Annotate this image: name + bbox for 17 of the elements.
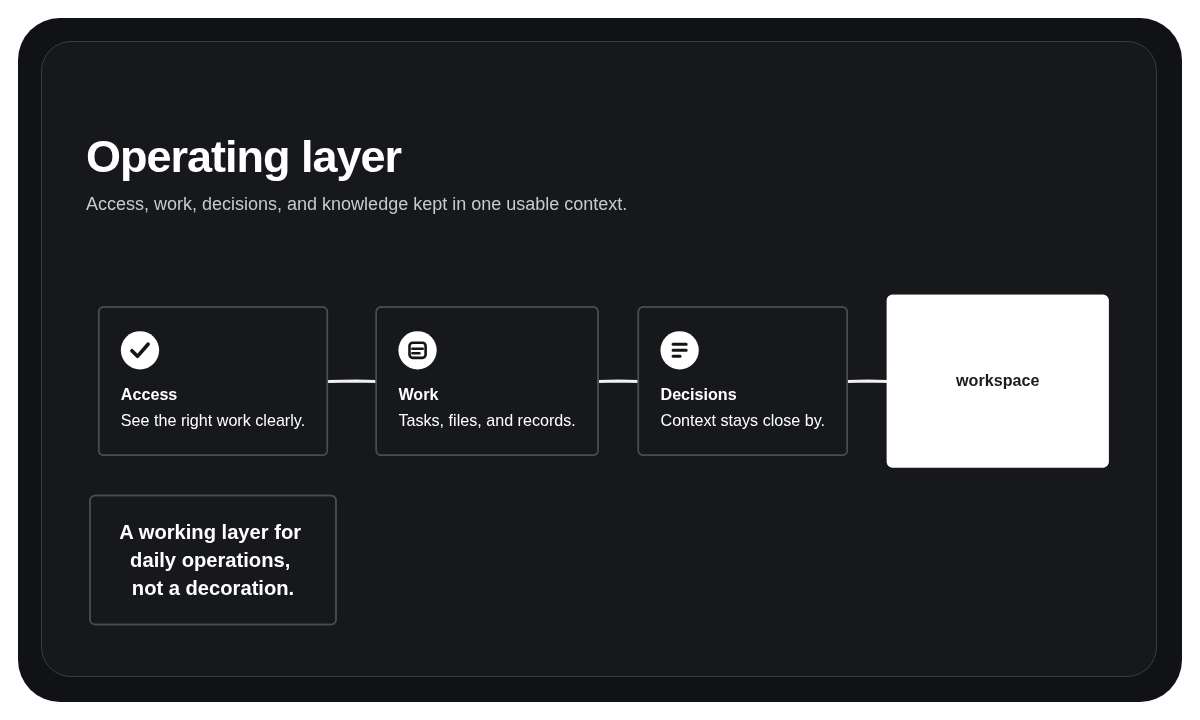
step-card: [97, 306, 329, 456]
card-title: Access: [120, 384, 178, 405]
note-text: A working layer for daily operations, not a decoration.: [119, 520, 303, 600]
title: Operating layer: [86, 132, 402, 182]
card-label: workspace: [956, 372, 1040, 390]
card-title: Decisions: [660, 384, 737, 405]
step-card: [375, 306, 599, 456]
connector-line: [327, 379, 377, 384]
note-card: [89, 494, 337, 626]
connector-line: [598, 379, 639, 384]
card-title: Work: [398, 384, 439, 405]
workspace-card: [886, 294, 1109, 468]
card-description: See the right work clearly.: [120, 411, 306, 429]
card-description: Tasks, files, and records.: [398, 411, 576, 429]
card-description: Context stays close by.: [660, 411, 826, 429]
step-card: [637, 306, 848, 456]
subtitle: Access, work, decisions, and knowledge kept in one usable context.: [86, 193, 628, 216]
